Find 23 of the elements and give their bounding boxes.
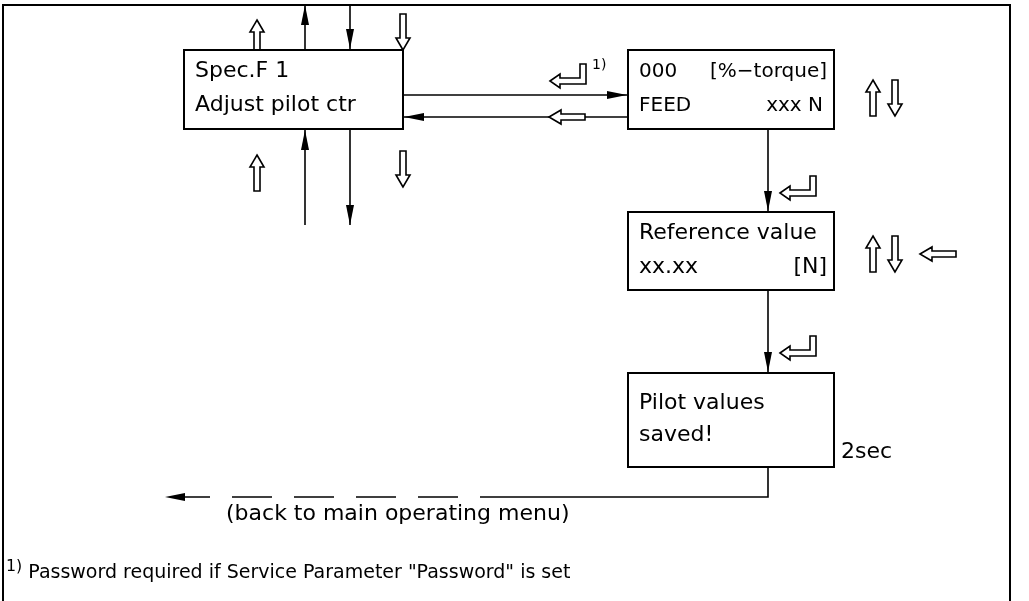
display-line: Spec.F 1 [195, 57, 290, 83]
display-box [627, 211, 835, 291]
arrow [764, 290, 772, 373]
footnote-mark: 1) [592, 56, 607, 72]
arrow [301, 4, 309, 50]
display-unit: [N] [793, 253, 827, 279]
display-line: Reference value [639, 219, 817, 245]
footnote: $^{1)}$ Password required if Service Parameter "Password" is set [6, 556, 571, 583]
display-value: 000 [639, 57, 678, 83]
arrow [403, 91, 628, 99]
display-line: Adjust pilot ctr [195, 91, 356, 117]
display-value: xx.xx [639, 253, 699, 279]
arrow [346, 129, 354, 226]
display-value: xxx N [766, 91, 823, 117]
display-box [627, 372, 835, 468]
arrow [346, 4, 354, 50]
display-unit: [%−torque] [710, 57, 827, 83]
arrow [301, 129, 309, 226]
display-box [627, 49, 835, 130]
display-box [183, 49, 404, 130]
arrow [764, 129, 772, 212]
display-label: FEED [639, 91, 692, 117]
display-message: Pilot values saved! [639, 388, 766, 448]
